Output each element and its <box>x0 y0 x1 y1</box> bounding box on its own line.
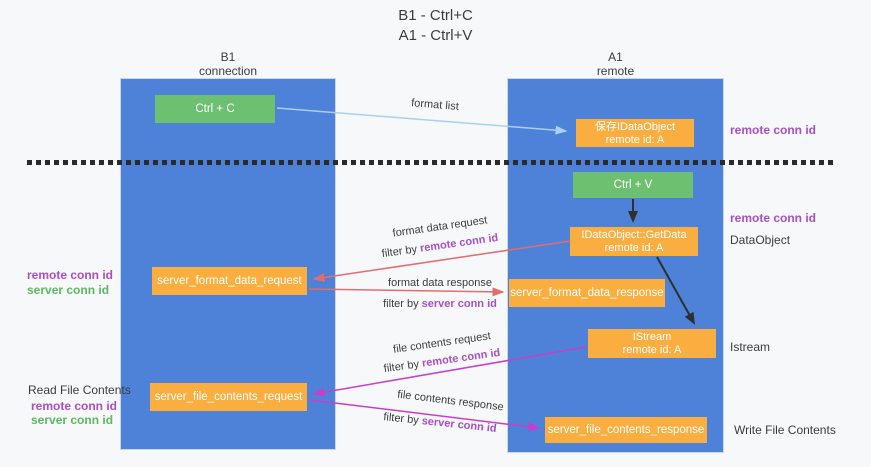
right-column-header: A1 remote <box>507 50 724 78</box>
save-idataobject-line2: remote id: A <box>605 134 665 146</box>
server-conn-id-text: server conn id <box>421 415 498 435</box>
istream-line2: remote id: A <box>622 344 682 356</box>
right-column-subtitle: remote <box>596 64 635 78</box>
left-column-name: B1 <box>220 50 236 64</box>
save-idataobject-line1: 保存IDataObject <box>594 121 676 133</box>
istream-side-label: Istream <box>730 340 771 354</box>
getdata-line2: remote id: A <box>604 242 664 254</box>
file-request-label: server_file_contents_request <box>154 391 303 403</box>
dataobject-label: DataObject <box>730 233 791 247</box>
format-request-label: server_format_data_request <box>157 275 302 287</box>
format-data-response-filter-label: filter by server conn id <box>355 298 525 310</box>
server-conn-id-text: server conn id <box>421 298 497 310</box>
server-format-data-request-box: server_format_data_request <box>152 267 307 295</box>
server-format-data-response-box: server_format_data_response <box>509 279 665 307</box>
save-idataobject-box: 保存IDataObject remote id: A <box>576 119 694 147</box>
filter-by-text: filter by <box>383 298 419 310</box>
write-file-contents-label: Write File Contents <box>734 423 836 437</box>
left-remote-conn-id-label-2: remote conn id <box>31 399 118 413</box>
dashed-separator-line <box>27 160 837 165</box>
idataobject-getdata-box: IDataObject::GetData remote id: A <box>570 227 698 256</box>
left-column-header: B1 connection <box>120 50 336 78</box>
file-response-label: server_file_contents_response <box>547 424 705 436</box>
diagram-title: B1 - Ctrl+C A1 - Ctrl+V <box>0 6 871 46</box>
istream-line1: IStream <box>632 331 672 343</box>
format-data-response-label: format data response <box>388 277 492 289</box>
filter-by-text: filter by <box>383 358 420 376</box>
remote-conn-id-text: remote conn id <box>421 346 501 370</box>
format-response-label: server_format_data_response <box>510 287 664 299</box>
server-file-contents-request-box: server_file_contents_request <box>150 383 307 411</box>
left-server-conn-id-label-1: server conn id <box>27 283 110 297</box>
istream-box: IStream remote id: A <box>588 329 716 358</box>
format-data-response-arrow <box>308 287 505 297</box>
ctrl-v-label: Ctrl + V <box>613 179 653 191</box>
right-remote-conn-id-label-2: remote conn id <box>730 211 817 225</box>
ctrl-c-label: Ctrl + C <box>195 103 235 115</box>
left-server-conn-id-label-2: server conn id <box>31 413 114 427</box>
filter-by-text: filter by <box>381 243 418 261</box>
remote-conn-id-text: remote conn id <box>419 231 499 255</box>
format-list-label: format list <box>410 97 460 113</box>
left-column-subtitle: connection <box>198 64 258 78</box>
server-file-contents-response-box: server_file_contents_response <box>545 417 707 443</box>
right-column-name: A1 <box>608 50 623 64</box>
getdata-line1: IDataObject::GetData <box>581 229 687 241</box>
read-file-contents-label: Read File Contents <box>28 383 131 397</box>
left-conn-id-group-1: remote conn id server conn id <box>27 268 113 298</box>
left-conn-id-group-2: remote conn id server conn id <box>31 399 117 427</box>
ctrl-c-box: Ctrl + C <box>155 95 275 123</box>
right-remote-conn-id-label-1: remote conn id <box>730 123 817 137</box>
left-remote-conn-id-label-1: remote conn id <box>27 268 114 282</box>
title-line-1: B1 - Ctrl+C <box>398 7 473 24</box>
ctrl-v-box: Ctrl + V <box>573 172 693 198</box>
filter-by-text: filter by <box>382 411 420 427</box>
title-line-2: A1 - Ctrl+V <box>398 27 473 44</box>
